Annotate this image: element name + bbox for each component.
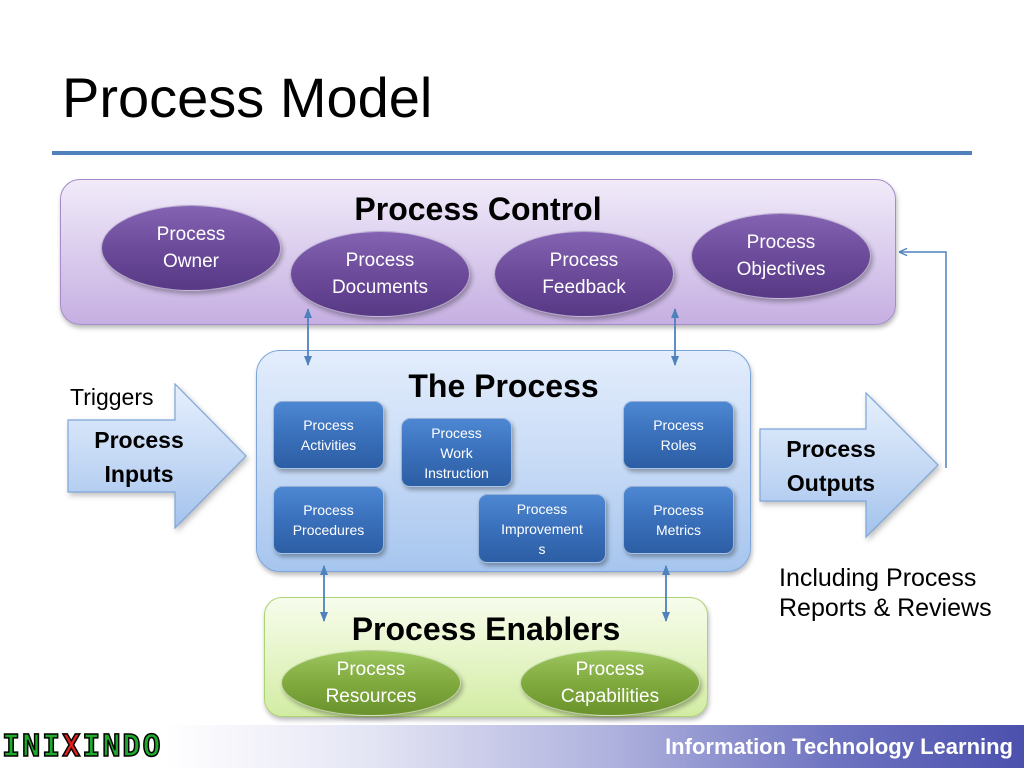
logo-letter: I: [81, 728, 103, 765]
node-label: Process Metrics: [653, 502, 704, 538]
process-activities-node: Process Activities: [273, 401, 384, 469]
node-label: Process Roles: [653, 417, 704, 453]
the-process-title: The Process: [408, 368, 599, 404]
logo-letter: N: [21, 728, 43, 765]
node-label: Process Procedures: [292, 502, 365, 538]
logo-letter: I: [41, 728, 63, 765]
process-capabilities-node: Process Capabilities: [520, 650, 700, 716]
outputs-note: Including Process Reports & Reviews: [779, 564, 992, 622]
logo-letter: O: [142, 728, 163, 765]
process-inputs-label: Process Inputs: [94, 427, 184, 487]
node-label: Process Objectives: [736, 232, 826, 280]
feedback-loop-arrow: [899, 252, 947, 468]
process-improvements-node: Process Improvements: [478, 494, 606, 563]
process-documents-node: Process Documents: [290, 231, 470, 317]
process-procedures-node: Process Procedures: [273, 486, 384, 554]
process-enablers-group: Process Enablers Process Resources Proce…: [264, 597, 708, 717]
node-label: Process Work Instruction: [424, 424, 489, 481]
logo-letter: D: [122, 728, 143, 765]
process-metrics-node: Process Metrics: [623, 486, 734, 554]
process-control-group: Process Control Process Owner Process Do…: [60, 179, 896, 325]
node-label: Process Feedback: [542, 250, 626, 298]
node-label: Process Resources: [325, 659, 417, 707]
process-enablers-title: Process Enablers: [351, 611, 621, 647]
node-label: Process Capabilities: [560, 659, 660, 707]
process-objectives-node: Process Objectives: [691, 213, 871, 299]
footer-bar: INIXINDO Information Technology Learning: [0, 725, 1024, 768]
process-control-title: Process Control: [354, 191, 602, 227]
title-underline: [52, 151, 972, 155]
node-label: Process Improvements: [501, 500, 583, 557]
process-owner-node: Process Owner: [101, 205, 281, 291]
process-resources-node: Process Resources: [281, 650, 461, 716]
process-outputs-label: Process Outputs: [786, 436, 876, 496]
logo-letter: N: [102, 728, 123, 765]
process-roles-node: Process Roles: [623, 401, 734, 469]
node-label: Process Documents: [331, 250, 429, 298]
process-feedback-node: Process Feedback: [494, 231, 674, 317]
process-work-instruction-node: Process Work Instruction: [401, 418, 512, 487]
footer-tagline: Information Technology Learning: [665, 734, 1013, 759]
node-label: Process Activities: [300, 417, 357, 453]
triggers-annotation: Triggers: [70, 384, 154, 410]
logo-letter: I: [1, 728, 23, 765]
logo-letter: X: [61, 728, 83, 765]
slide-title: Process Model: [62, 66, 433, 129]
node-label: Process Owner: [156, 224, 226, 272]
logo: INIXINDO: [1, 728, 163, 765]
the-process-group: The Process Process Activities Process W…: [256, 350, 751, 572]
